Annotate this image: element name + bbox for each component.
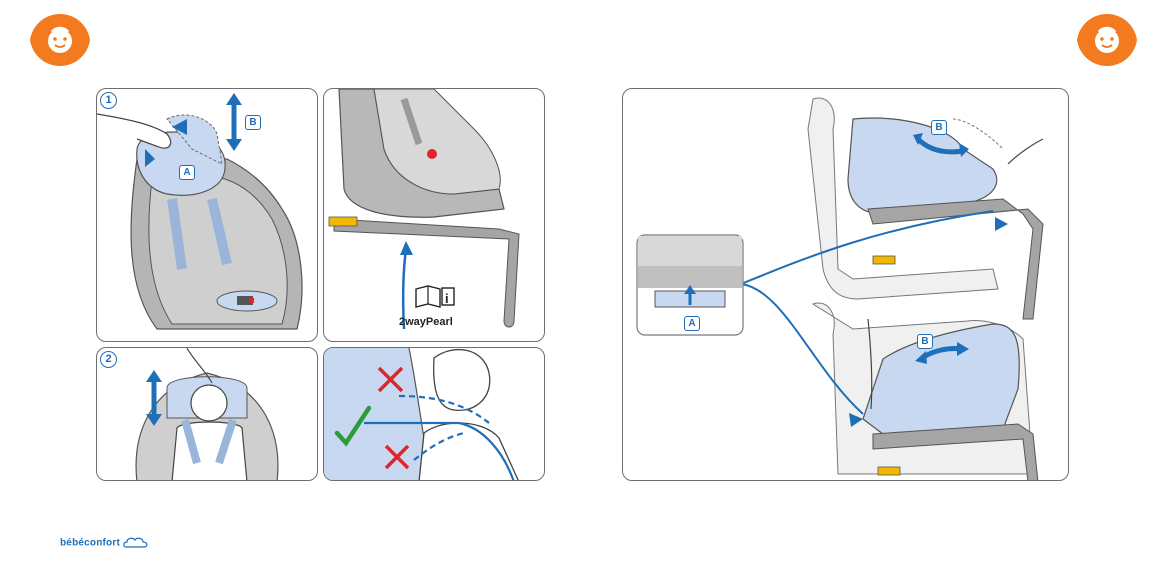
info-book-icon	[416, 286, 456, 308]
rotation-illustration	[623, 89, 1069, 481]
strap-position-panel	[323, 347, 545, 481]
step-number-1: 1	[100, 92, 117, 109]
label-a-headrest: A	[179, 165, 195, 180]
step2-harness-panel: 2	[96, 347, 318, 481]
label-b-headrest: B	[245, 115, 261, 130]
baby-face-icon-right	[1075, 12, 1139, 68]
harness-illustration	[97, 348, 318, 481]
step-number-2: 2	[100, 351, 117, 368]
brand-name: bébéconfort	[60, 538, 120, 549]
strap-position-illustration	[324, 348, 545, 481]
cloud-logo-icon	[123, 537, 149, 549]
rotation-panel: A B B	[622, 88, 1069, 481]
step1-headrest-panel: 1 B A	[96, 88, 318, 342]
base-manual-panel: i 2wayPearl	[323, 88, 545, 342]
label-a-detail: A	[684, 316, 700, 331]
brand-logo: bébéconfort	[60, 537, 149, 549]
baby-face-icon-left	[28, 12, 92, 68]
label-b-bottom-seat: B	[917, 334, 933, 349]
label-b-top-seat: B	[931, 120, 947, 135]
manual-reference-label: 2wayPearl	[399, 316, 453, 328]
headrest-illustration	[97, 89, 318, 342]
